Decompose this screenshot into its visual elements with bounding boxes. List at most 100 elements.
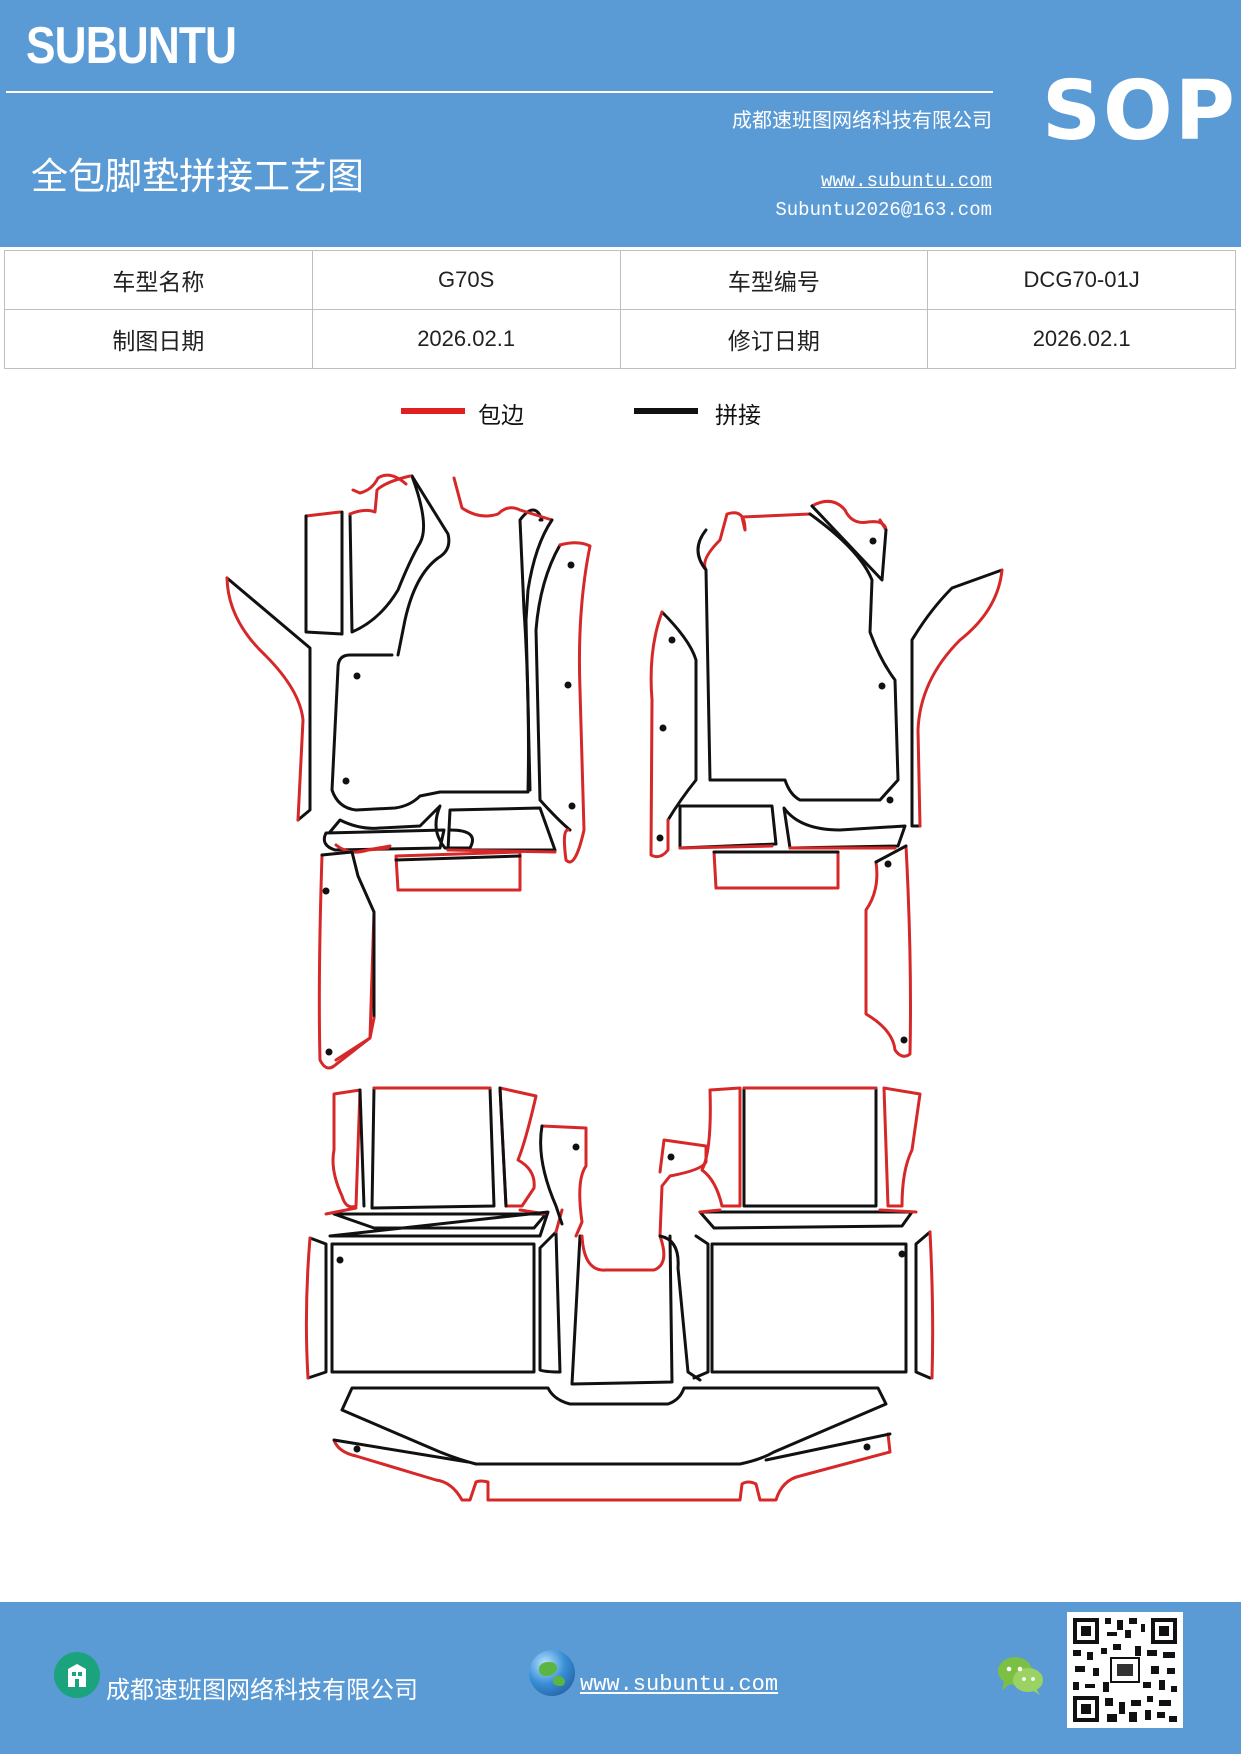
- rear-right-strip-edge: [698, 1208, 918, 1214]
- header-banner: SUBUNTU 成都速班图网络科技有限公司 全包脚垫拼接工艺图 www.subu…: [0, 0, 1241, 247]
- rear-left-seams: [358, 1086, 508, 1208]
- rear-right-side-edge: [928, 1230, 935, 1380]
- header-company-name: 成都速班图网络科技有限公司: [732, 108, 992, 132]
- front-right-mat-group: [649, 499, 1004, 1058]
- front-left-side-bottom: [334, 1016, 376, 1062]
- front-left-lower-strip: [394, 850, 522, 892]
- rear-left-floor-pad: [330, 1242, 536, 1374]
- table-value-cell: DCG70-01J: [927, 250, 1236, 310]
- table-value-cell: G70S: [311, 250, 621, 310]
- rear-right-floor-pad: [710, 1242, 908, 1374]
- rear-right-seat-pad: [742, 1086, 878, 1208]
- front-right-side-panel-seam: [874, 844, 908, 864]
- rear-left-seat-pad: [370, 1086, 496, 1210]
- front-right-heel-edge: [678, 844, 897, 850]
- brand-logo: SUBUNTU: [26, 17, 237, 75]
- front-left-heel-pad: [446, 806, 557, 852]
- footer-company-name: 成都速班图网络科技有限公司: [106, 1676, 418, 1704]
- front-left-main-piece: [330, 508, 544, 812]
- front-left-heel-edge-2: [446, 848, 557, 854]
- front-right-lower-strip: [712, 850, 840, 890]
- legend-swatch-black: [634, 408, 698, 414]
- rear-left-strip: [332, 1212, 548, 1230]
- front-right-heel-left: [678, 804, 778, 850]
- legend-label-binding: 包边: [478, 403, 524, 429]
- front-right-side-panel-edge: [864, 844, 912, 1058]
- front-left-side-top: [354, 844, 392, 854]
- rear-left-base-line: [328, 1210, 550, 1238]
- header-email: Subuntu2026@163.com: [775, 199, 992, 221]
- rear-mat-group: [304, 1086, 935, 1502]
- rear-right-strip: [698, 1210, 914, 1230]
- rear-right-flap: [700, 1086, 742, 1208]
- left-side-edge: [225, 576, 305, 822]
- vehicle-info-table: 车型名称 G70S 车型编号 DCG70-01J 制图日期 2026.02.1 …: [4, 250, 1236, 369]
- front-left-bottom-seam: [328, 804, 474, 850]
- left-b-pillar-edge: [558, 541, 592, 864]
- rear-left-side-seam: [306, 1236, 328, 1380]
- front-right-notch-edge: [810, 499, 888, 532]
- front-right-main: [704, 512, 900, 802]
- footer-website-link[interactable]: www.subuntu.com: [580, 1672, 779, 1697]
- left-side-seam: [225, 576, 312, 822]
- table-value-cell: 2026.02.1: [927, 309, 1236, 369]
- rear-left-flap: [331, 1088, 362, 1209]
- rear-left-tunnel-side-edge: [554, 1208, 564, 1234]
- left-strip-2-edge: [348, 474, 412, 516]
- front-right-top-edge: [703, 511, 812, 572]
- legend-label-splice: 拼接: [715, 403, 761, 429]
- qr-code: [1067, 1612, 1183, 1728]
- page-title: 全包脚垫拼接工艺图: [31, 155, 364, 198]
- globe-icon: [529, 1650, 575, 1696]
- legend-swatch-red: [401, 408, 465, 414]
- front-left-side-panel-edge: [317, 853, 376, 1070]
- fastener-dots: [322, 537, 908, 1453]
- front-left-top-edge: [351, 473, 408, 495]
- rear-right-inner-seam: [692, 1234, 710, 1380]
- front-right-seam-top: [696, 528, 708, 572]
- rear-tunnel-top-edge: [580, 1234, 666, 1272]
- rear-left-tunnel-side: [538, 1230, 562, 1374]
- table-label-cell: 车型名称: [4, 250, 313, 310]
- rear-back-panel-side-seams: [332, 1432, 892, 1464]
- wechat-icon[interactable]: [996, 1654, 1044, 1696]
- front-left-seam: [396, 474, 451, 657]
- front-right-heel-right: [782, 806, 907, 850]
- front-left-top-edge: [452, 476, 554, 522]
- left-strip-2: [348, 474, 426, 634]
- front-left-heel-left: [322, 828, 446, 852]
- left-b-pillar-seam: [534, 543, 572, 832]
- table-row: 制图日期 2026.02.1 修订日期 2026.02.1: [4, 309, 1236, 369]
- rear-left-side-edge: [304, 1236, 312, 1380]
- front-right-notch-seam: [810, 504, 888, 582]
- front-right-bpillar-edge: [649, 610, 670, 859]
- table-label-cell: 修订日期: [619, 309, 929, 369]
- front-left-lower-strip-seam: [394, 854, 522, 862]
- table-label-cell: 制图日期: [4, 309, 313, 369]
- header-website-link[interactable]: www.subuntu.com: [820, 170, 992, 192]
- rear-tunnel-center: [570, 1234, 674, 1386]
- footer-banner: 成都速班图网络科技有限公司 www.subuntu.com: [0, 1602, 1241, 1754]
- table-value-cell: 2026.02.1: [311, 309, 621, 369]
- table-label-cell: 车型编号: [619, 250, 929, 310]
- left-strip: [304, 510, 344, 636]
- rear-back-panel-edge: [332, 1432, 892, 1502]
- front-right-side-seam: [910, 568, 1004, 828]
- front-left-side-panel-seam: [320, 850, 376, 1020]
- front-left-seam: [524, 518, 554, 792]
- header-divider: [6, 91, 993, 93]
- rear-right-tunnel-flap: [658, 1138, 708, 1238]
- rear-right-side-seam: [914, 1230, 932, 1380]
- legend: 包边 拼接: [0, 396, 1241, 436]
- front-left-mat-group: [225, 473, 592, 1070]
- sop-badge: SOP: [1042, 64, 1237, 159]
- front-right-bpillar-seam: [660, 610, 698, 822]
- left-strip-top: [304, 510, 342, 518]
- rear-left-flap-2: [498, 1086, 538, 1208]
- front-right-side-edge: [916, 568, 1004, 828]
- rear-left-tunnel-flap: [540, 1124, 588, 1238]
- table-row: 车型名称 G70S 车型编号 DCG70-01J: [4, 250, 1236, 310]
- rear-right-flap-2: [882, 1086, 922, 1208]
- rear-right-tunnel-seam: [658, 1234, 702, 1382]
